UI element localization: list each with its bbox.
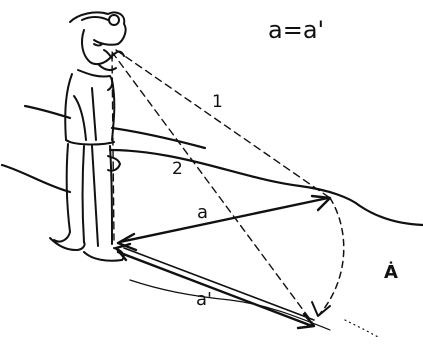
- arc-arrowhead: [311, 301, 331, 317]
- hat: [69, 11, 127, 46]
- segment-a-prime-arrow-right: [296, 312, 316, 330]
- segment-a-label: a: [197, 202, 208, 223]
- waist: [65, 139, 115, 146]
- left-leg-inner: [81, 145, 85, 243]
- dotted-ground-mark: [344, 319, 381, 339]
- segment-a: [116, 194, 332, 252]
- point-a-label: Ȧ: [384, 261, 398, 283]
- scarf: [77, 69, 114, 91]
- formula-label: a=a': [268, 16, 324, 44]
- hat-pompom: [108, 14, 120, 26]
- arm: [73, 95, 87, 141]
- segment-a-line: [118, 196, 330, 244]
- segment-a-prime-line: [116, 250, 314, 328]
- segment-a-prime: [114, 242, 316, 330]
- vertical-plumb-line: [111, 53, 115, 241]
- right-leg-inner: [91, 145, 99, 247]
- back-outline: [64, 73, 73, 143]
- foreground-slope: [129, 279, 331, 331]
- sight-line-2: [111, 51, 313, 323]
- rotation-arc: [317, 197, 345, 317]
- head: [81, 29, 125, 66]
- line-1-label: 1: [212, 92, 223, 112]
- nose: [103, 49, 113, 59]
- line-2-label: 2: [172, 159, 183, 179]
- sight-lines: [111, 49, 331, 323]
- segment-a-prime-arrow-left: [114, 242, 132, 262]
- mid-ridge-line: [110, 126, 207, 150]
- left-boot: [49, 237, 86, 251]
- eye: [93, 43, 103, 47]
- far-ridge-line: [23, 104, 72, 120]
- segment-a-arrow-left: [116, 232, 138, 252]
- upper-ridge-line: [0, 148, 423, 227]
- beard: [97, 63, 117, 72]
- hat-brim: [81, 16, 109, 21]
- right-leg-outline: [109, 145, 113, 245]
- segment-a-arrow-right: [310, 194, 332, 212]
- coat-line: [91, 87, 97, 141]
- right-boot: [83, 247, 125, 262]
- left-leg-outline: [53, 143, 71, 243]
- segment-a-prime-label: a': [196, 289, 212, 310]
- sight-line-1: [115, 49, 331, 199]
- segment-a-prime-line-2: [123, 247, 315, 321]
- terrain: [0, 104, 423, 339]
